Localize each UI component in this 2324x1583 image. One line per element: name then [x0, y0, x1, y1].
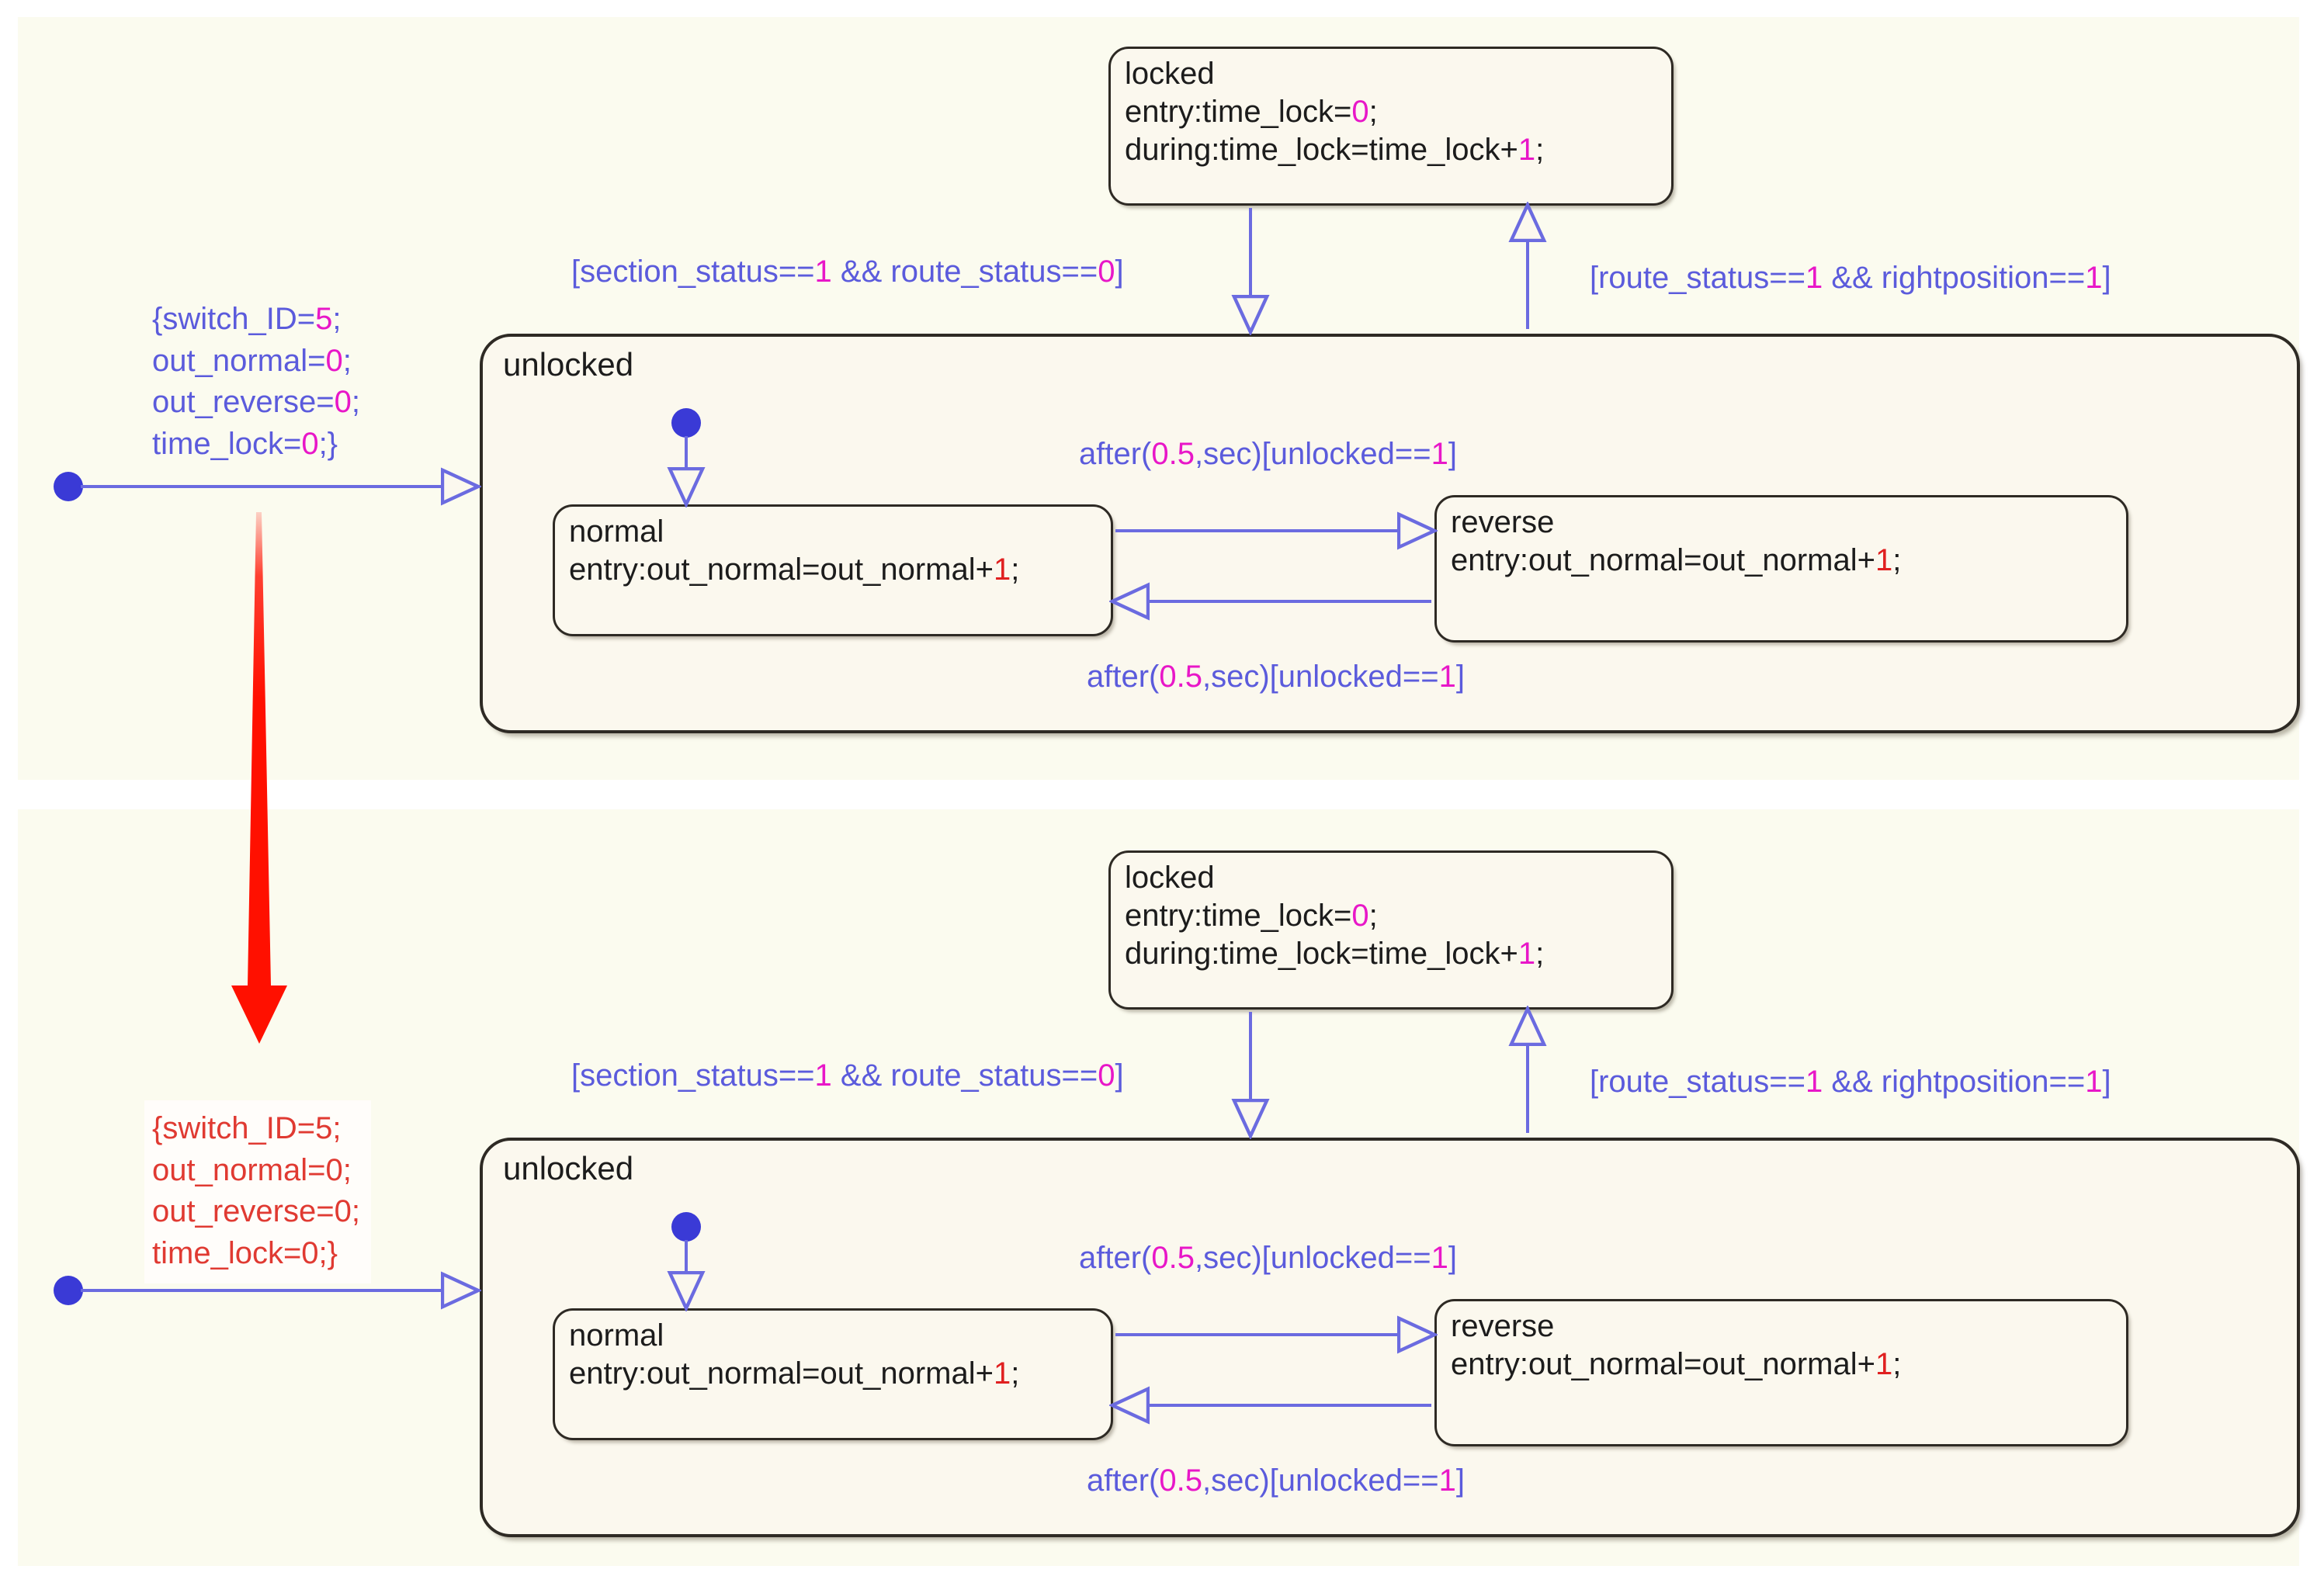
transition-label-normal-to-reverse-bottom: after(0.5,sec)[unlocked==1] — [1079, 1241, 1457, 1275]
superstate-unlocked-label-top: unlocked — [503, 346, 634, 383]
transition-label-reverse-to-normal-top: after(0.5,sec)[unlocked==1] — [1087, 660, 1465, 694]
state-reverse-top[interactable]: reverse entry:out_normal=out_normal+1; — [1434, 495, 2128, 643]
transition-label-normal-to-reverse-top: after(0.5,sec)[unlocked==1] — [1079, 437, 1457, 471]
state-reverse-text-top: reverse entry:out_normal=out_normal+1; — [1451, 505, 1902, 577]
state-normal-bottom[interactable]: normal entry:out_normal=out_normal+1; — [553, 1308, 1113, 1440]
state-reverse-bottom[interactable]: reverse entry:out_normal=out_normal+1; — [1434, 1299, 2128, 1446]
state-locked-bottom[interactable]: locked entry:time_lock=0; during:time_lo… — [1108, 850, 1674, 1010]
state-locked-top[interactable]: locked entry:time_lock=0; during:time_lo… — [1108, 47, 1674, 206]
transition-label-reverse-to-normal-bottom: after(0.5,sec)[unlocked==1] — [1087, 1463, 1465, 1498]
state-normal-text-bottom: normal entry:out_normal=out_normal+1; — [569, 1318, 1020, 1391]
entry-action-note-top: {switch_ID=5; out_normal=0; out_reverse=… — [152, 302, 360, 461]
state-locked-text-top: locked entry:time_lock=0; during:time_lo… — [1125, 57, 1545, 167]
state-normal-top[interactable]: normal entry:out_normal=out_normal+1; — [553, 504, 1113, 636]
state-locked-text-bottom: locked entry:time_lock=0; during:time_lo… — [1125, 861, 1545, 971]
state-normal-text-top: normal entry:out_normal=out_normal+1; — [569, 514, 1020, 587]
superstate-unlocked-label-bottom: unlocked — [503, 1150, 634, 1186]
entry-action-note-bottom: {switch_ID=5; out_normal=0; out_reverse=… — [144, 1100, 371, 1284]
transition-label-locked-to-unlocked-top: [section_status==1 && route_status==0] — [571, 255, 1124, 289]
state-reverse-text-bottom: reverse entry:out_normal=out_normal+1; — [1451, 1309, 1902, 1381]
transition-label-unlocked-to-locked-top: [route_status==1 && rightposition==1] — [1590, 261, 2111, 295]
transition-label-locked-to-unlocked-bottom: [section_status==1 && route_status==0] — [571, 1058, 1124, 1093]
transition-label-unlocked-to-locked-bottom: [route_status==1 && rightposition==1] — [1590, 1065, 2111, 1099]
